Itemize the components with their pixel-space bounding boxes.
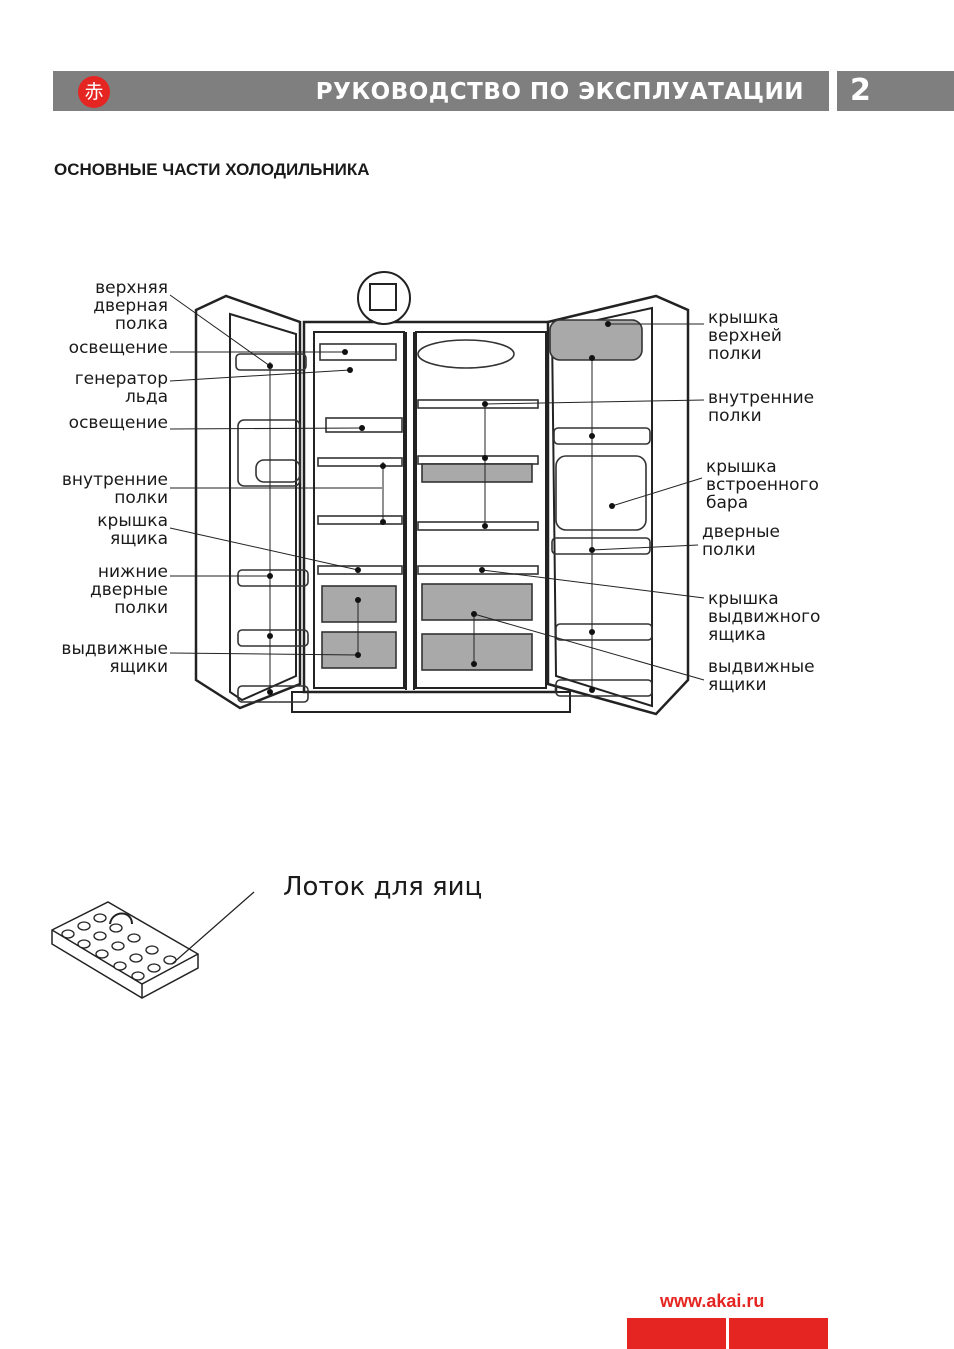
egg-tray-label: Лоток для яиц xyxy=(283,872,482,902)
label-inner-shelves-left: внутренние полки xyxy=(62,471,168,507)
label-door-shelves: дверные полки xyxy=(702,523,780,559)
label-top-shelf-cover: крышка верхней полки xyxy=(708,309,782,363)
label-ice-maker: генератор льда xyxy=(75,370,168,406)
section-title: ОСНОВНЫЕ ЧАСТИ ХОЛОДИЛЬНИКА xyxy=(54,160,370,180)
website-link[interactable]: www.akai.ru xyxy=(660,1291,764,1312)
footer-bar-left xyxy=(627,1318,726,1349)
manual-title: РУКОВОДСТВО ПО ЭКСПЛУАТАЦИИ xyxy=(316,75,804,109)
label-upper-door-shelf: верхняя дверная полка xyxy=(93,279,168,333)
page-number: 2 xyxy=(850,71,871,111)
egg-tray-illustration xyxy=(40,880,280,1010)
label-lighting-2: освещение xyxy=(69,414,168,432)
label-lighting-1: освещение xyxy=(69,339,168,357)
footer-bar-right xyxy=(729,1318,828,1349)
label-drawers-right: выдвижные ящики xyxy=(708,658,815,694)
label-lower-door-shelves: нижние дверные полки xyxy=(90,563,168,617)
brand-logo: 赤 xyxy=(78,76,110,108)
label-drawers-left: выдвижные ящики xyxy=(61,640,168,676)
label-drawer-cover: крышка ящика xyxy=(97,512,168,548)
label-inner-shelves-right: внутренние полки xyxy=(708,389,814,425)
label-built-in-bar-cover: крышка встроенного бара xyxy=(706,458,819,512)
label-drawer-cover-right: крышка выдвижного ящика xyxy=(708,590,820,644)
